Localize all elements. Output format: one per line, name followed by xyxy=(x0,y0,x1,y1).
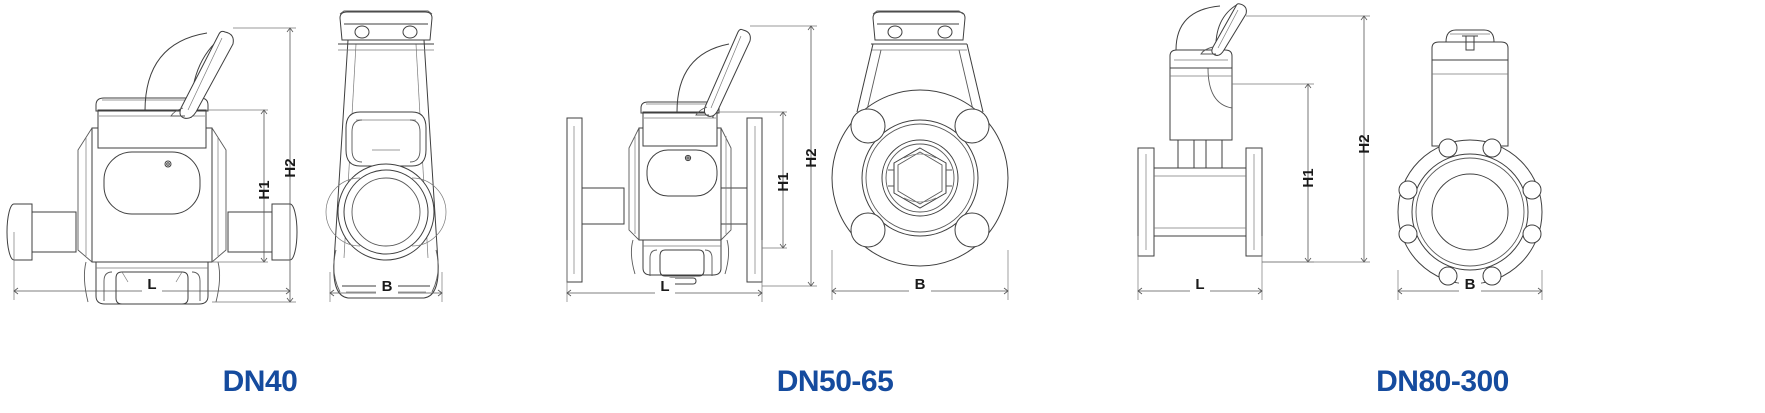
dim-label-l: L xyxy=(660,278,669,295)
model-label-dn40: DN40 xyxy=(222,365,298,398)
drawing-group-dn50-65: H1 H2 L xyxy=(555,0,1115,413)
drawing-group-dn40: H1 H2 L xyxy=(0,0,520,413)
model-label-dn80-300: DN80-300 xyxy=(1376,365,1509,398)
dn5065-dim-h2: H2 xyxy=(750,25,820,287)
dim-label-b: B xyxy=(382,278,393,295)
dn5065-dim-l: L xyxy=(566,240,763,302)
dn5065-side-elevation xyxy=(566,28,763,285)
dim-label-l: L xyxy=(1195,276,1204,293)
dim-label-h2: H2 xyxy=(1356,134,1373,153)
dim-label-h2: H2 xyxy=(282,158,299,177)
dn40-dim-h2: H2 xyxy=(212,27,299,303)
dn40-dim-l: L xyxy=(13,232,291,300)
drawing-group-dn80-300: H1 H2 L xyxy=(1120,0,1765,413)
dn80300-side-elevation xyxy=(1137,3,1263,257)
dim-label-b: B xyxy=(1465,276,1476,293)
dn40-dim-b: B xyxy=(329,272,443,302)
dim-label-h1: H1 xyxy=(256,180,273,199)
dn40-end-elevation xyxy=(325,10,447,299)
dn5065-flange-face-view xyxy=(831,10,1009,267)
dim-label-h1: H1 xyxy=(775,172,792,191)
dim-label-h1: H1 xyxy=(1300,168,1317,187)
dn40-side-elevation xyxy=(6,30,298,305)
dim-label-l: L xyxy=(147,276,156,293)
dn80300-dim-h2: H2 xyxy=(1246,15,1373,263)
dn80300-flange-face-view xyxy=(1397,29,1543,286)
dn5065-dim-b: B xyxy=(831,250,1009,300)
dn40-views: H1 H2 L xyxy=(6,10,447,305)
dn5065-views: H1 H2 L xyxy=(566,10,1009,302)
dn5065-dim-h1: H1 xyxy=(717,111,792,249)
model-label-dn50-65: DN50-65 xyxy=(776,365,894,398)
dim-label-h2: H2 xyxy=(803,148,820,167)
dim-label-b: B xyxy=(915,276,926,293)
dn40-dim-h1: H1 xyxy=(206,109,273,263)
dn80300-dim-b: B xyxy=(1397,270,1543,300)
dn80300-views: H1 H2 L xyxy=(1137,3,1543,300)
dn80300-dim-l: L xyxy=(1137,236,1263,300)
